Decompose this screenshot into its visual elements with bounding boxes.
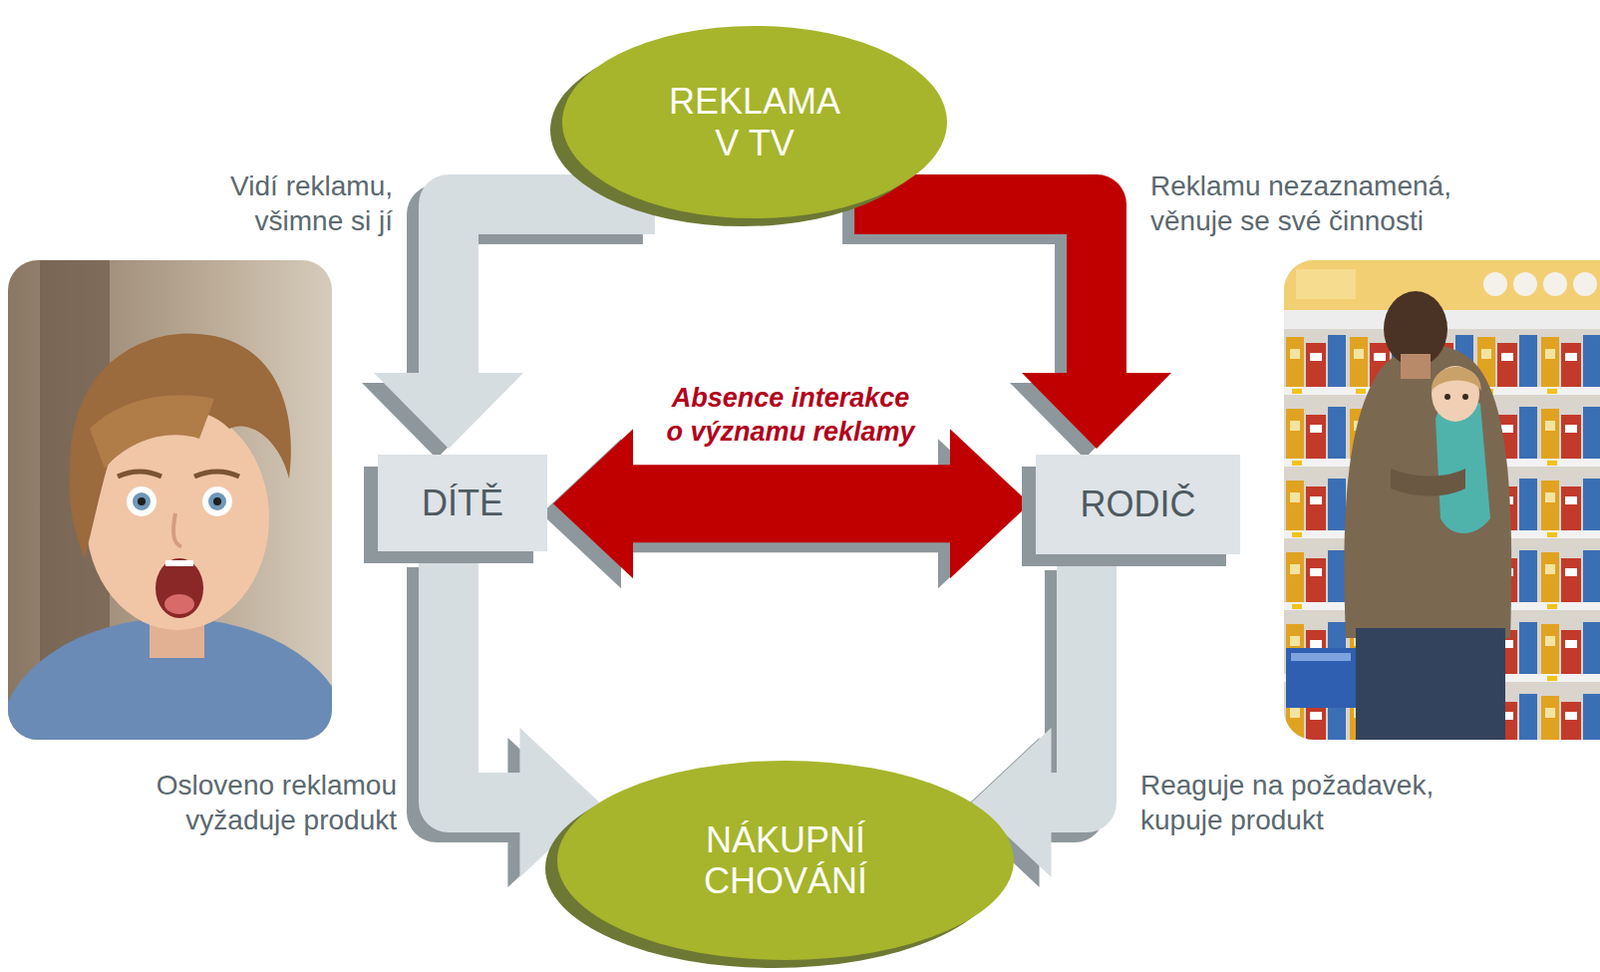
edge-label-box: Osloveno reklamou vyžaduje produkt	[137, 767, 397, 838]
edge-label: Vidí reklamu, všimne si jí	[183, 168, 393, 239]
block-arrow	[448, 557, 600, 878]
illustration-part	[1573, 272, 1598, 297]
arrow-main	[553, 428, 1030, 579]
edge-label-box: Absence interakce o významu reklamy	[659, 381, 922, 450]
ellipse-node: REKLAMA V TV	[556, 19, 954, 225]
arrow-shaft	[631, 464, 953, 543]
illustration-part	[1483, 272, 1508, 297]
illustration-part	[1283, 328, 1600, 740]
edge-label: Osloveno reklamou vyžaduje produkt	[137, 767, 397, 838]
arrow-main	[373, 204, 655, 449]
edge-label-box: Reklamu nezaznamená, věnuje se své činno…	[1150, 168, 1460, 239]
illustration-part	[1400, 353, 1431, 379]
arrow-shadow	[361, 214, 643, 459]
edge-label-box: Reaguje na požadavek, kupuje produkt	[1140, 767, 1450, 838]
node-text: DÍTĚ	[421, 482, 504, 524]
illustration-part	[1431, 366, 1482, 391]
block-arrow	[553, 428, 1030, 579]
illustration-part	[132, 492, 151, 511]
illustration-part	[1543, 272, 1568, 297]
illustration-part	[1444, 393, 1451, 400]
arrow-head	[373, 372, 524, 449]
illustration-part	[117, 471, 162, 477]
illustration-part	[137, 497, 146, 506]
illustration-part	[69, 332, 292, 559]
illustration-part	[173, 513, 182, 547]
ellipse-node: NÁKUPNÍ CHOVÁNÍ	[551, 754, 1020, 966]
arrow-head	[519, 727, 600, 878]
illustration-part	[1283, 260, 1600, 311]
edge-label-box: Vidí reklamu, všimne si jí	[183, 168, 393, 239]
arrow-main	[448, 557, 600, 878]
arrow-main	[854, 204, 1172, 449]
ellipse-fill	[562, 25, 948, 219]
process-box: DÍTĚ	[377, 454, 548, 552]
arrow-head	[1021, 372, 1172, 449]
edge-label: Reaguje na požadavek, kupuje produkt	[1140, 767, 1450, 838]
edge-label: Reklamu nezaznamená, věnuje se své činno…	[1150, 168, 1460, 239]
illustration-part	[165, 560, 194, 567]
ellipse-fill	[557, 760, 1014, 960]
arrow-head	[971, 727, 1052, 878]
illustration-part	[1295, 269, 1356, 300]
illustration-part	[1355, 628, 1506, 740]
illustration-part	[202, 486, 233, 517]
ellipse-shadow	[550, 33, 936, 227]
child-photo	[7, 260, 332, 740]
node-text: RODIČ	[1080, 483, 1197, 525]
parent-shop-photo	[1283, 260, 1600, 740]
illustration-part	[1285, 647, 1356, 708]
illustration-part	[1290, 652, 1351, 661]
illustration-part	[1513, 272, 1538, 297]
illustration-part	[164, 594, 195, 615]
block-arrow	[854, 204, 1172, 449]
edge-label: Absence interakce o významu reklamy	[659, 381, 922, 450]
arrow-shaft	[842, 214, 1085, 385]
ellipse-shape	[556, 19, 954, 225]
block-arrow	[971, 560, 1087, 878]
illustration-part	[1462, 393, 1469, 400]
arrow-shaft	[1049, 560, 1087, 803]
node-text: NÁKUPNÍ CHOVÁNÍ	[685, 819, 886, 903]
node-text: REKLAMA V TV	[657, 80, 853, 164]
illustration-part	[1390, 468, 1466, 497]
illustration-part	[89, 394, 215, 469]
arrow-main	[971, 560, 1087, 878]
arrow-shaft	[854, 204, 1097, 375]
illustration-part	[208, 492, 227, 511]
illustration-part	[155, 558, 204, 619]
arrow-shaft	[448, 204, 655, 375]
arrow-head	[950, 428, 1030, 579]
illustration-part	[126, 486, 157, 517]
block-arrow	[373, 204, 655, 449]
process-box: RODIČ	[1035, 454, 1241, 555]
illustration-part	[194, 471, 240, 477]
ellipse-shape	[551, 754, 1020, 966]
arrow-shaft	[448, 557, 522, 803]
illustration-part	[1343, 344, 1512, 639]
arrow-head	[553, 428, 634, 579]
illustration-part	[1283, 260, 1600, 740]
ellipse-shadow	[545, 768, 1002, 968]
illustration-part	[213, 497, 222, 506]
